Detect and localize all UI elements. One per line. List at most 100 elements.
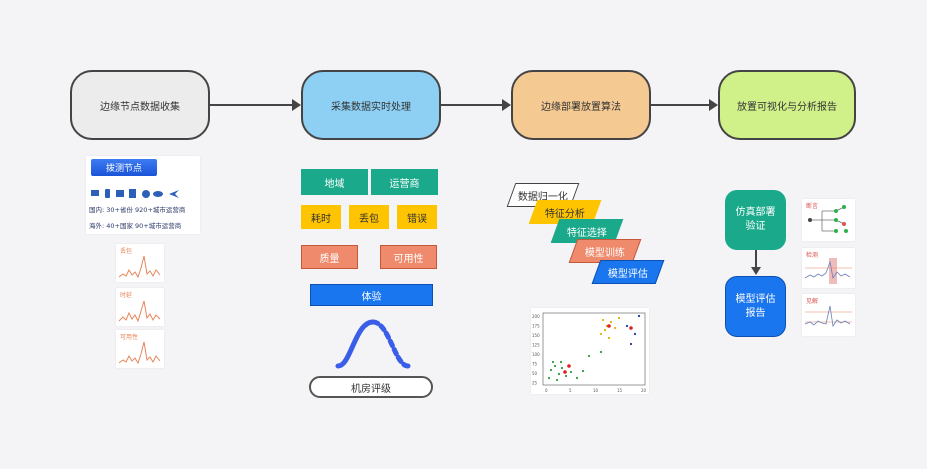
metric-region: 地域	[301, 169, 368, 195]
thumb-detection: 检测	[802, 248, 855, 288]
scatter-point	[587, 354, 591, 358]
step-label: 特征分析	[545, 208, 585, 220]
stage-label: 边缘部署放置算法	[541, 101, 621, 113]
stage-edge-data-collection: 边缘节点数据收集	[70, 70, 210, 140]
room-rating: 机房评级	[309, 376, 433, 398]
mini-chart-title: 可用性	[120, 334, 139, 341]
phone-icon	[105, 189, 110, 198]
mini-line	[118, 255, 161, 279]
arrow-head-icon	[292, 99, 301, 111]
scatter-point	[603, 328, 607, 332]
stage-realtime-processing: 采集数据实时处理	[301, 70, 441, 140]
flow-arrow	[441, 104, 502, 106]
metric-label: 地域	[324, 178, 345, 190]
device-icons	[91, 184, 186, 198]
metric-latency: 耗时	[301, 205, 341, 229]
thumb-title: 见解	[806, 298, 819, 305]
thumb-assertion: 断言	[802, 199, 855, 241]
bell-curve-right	[370, 319, 411, 369]
probe-panel: 拨测节点 国内: 30+省份 920+城市运营商 海外: 40+国家 90+城市…	[86, 156, 200, 234]
scatter-point	[633, 332, 637, 336]
metric-label: 质量	[319, 253, 340, 265]
browser-icon	[116, 190, 124, 197]
y-tick-label: 50	[532, 371, 538, 376]
arrow-down-icon	[751, 267, 761, 275]
step-model-eval: 模型评估	[591, 260, 665, 284]
scatter-point	[563, 370, 567, 374]
stage-label: 边缘节点数据收集	[100, 101, 180, 113]
room-rating-label: 机房评级	[351, 383, 391, 395]
scatter-point	[629, 326, 633, 330]
html5-icon	[129, 189, 136, 198]
scatter-point	[607, 324, 611, 328]
scatter-point	[625, 324, 629, 328]
x-tick-label: 20	[641, 388, 647, 393]
probe-button-label: 拨测节点	[105, 164, 142, 174]
mini-line	[118, 300, 161, 323]
bell-curve-left	[335, 319, 376, 369]
pc-icon	[91, 190, 99, 196]
stage-visualization-report: 放置可视化与分析报告	[718, 70, 856, 140]
scatter-point	[613, 326, 617, 330]
sim-label: 仿真部署 验证	[735, 207, 776, 232]
overseas-coverage: 海外: 40+国家 90+城市运营商	[89, 222, 182, 230]
mini-chart-availability: 可用性	[116, 330, 164, 368]
tree-node	[834, 218, 838, 222]
stage-label: 采集数据实时处理	[331, 101, 411, 113]
scatter-frame	[542, 312, 646, 386]
scatter-point	[609, 320, 613, 324]
mini-chart-title: 时延	[120, 292, 133, 299]
mini-chart-loss: 丢包	[116, 244, 164, 282]
tree-node	[808, 218, 812, 222]
scatter-point	[567, 364, 571, 368]
scatter-point	[560, 366, 564, 370]
step-label: 特征选择	[567, 227, 607, 239]
y-tick-label: 125	[532, 343, 540, 348]
insight-chart-icon	[804, 305, 852, 328]
metric-isp: 运营商	[371, 169, 438, 195]
x-tick-label: 10	[593, 388, 599, 393]
x-tick-label: 0	[545, 388, 548, 393]
probe-button[interactable]: 拨测节点	[91, 159, 157, 176]
scatter-point	[575, 376, 579, 380]
y-tick-label: 175	[532, 324, 540, 329]
metric-label: 耗时	[311, 213, 331, 225]
scatter-point	[555, 378, 559, 382]
mini-line	[118, 341, 161, 365]
metric-label: 可用性	[393, 253, 424, 265]
scatter-point	[617, 316, 621, 320]
scatter-point	[629, 342, 633, 346]
metric-label: 体验	[361, 291, 382, 303]
scatter-point	[581, 369, 585, 373]
tree-node	[842, 222, 846, 226]
y-tick-label: 150	[532, 333, 540, 338]
scatter-point	[601, 318, 605, 322]
scatter-point	[607, 336, 611, 340]
y-tick-label: 25	[532, 381, 538, 386]
metric-error: 错误	[397, 205, 437, 229]
tree-node	[834, 209, 838, 213]
metric-quality: 质量	[301, 245, 358, 269]
scatter-point	[599, 350, 603, 354]
scatter-point	[551, 360, 555, 364]
tree-node	[844, 229, 848, 233]
step-label: 模型训练	[585, 247, 625, 259]
model-eval-report: 模型评估 报告	[725, 276, 786, 337]
tree-node	[842, 205, 846, 209]
flow-arrow	[651, 104, 709, 106]
arrow-head-icon	[709, 99, 718, 111]
metric-label: 丢包	[359, 213, 379, 225]
scatter-point	[599, 332, 603, 336]
scatter-point	[637, 314, 641, 318]
scatter-point	[547, 376, 551, 380]
bell-curve-icon	[335, 319, 411, 369]
x-tick-label: 15	[617, 388, 623, 393]
thumb-title: 断言	[806, 203, 819, 210]
anomaly-highlight	[829, 258, 837, 284]
y-tick-label: 75	[532, 362, 538, 367]
x-tick-label: 5	[569, 388, 572, 393]
step-label: 模型评估	[608, 268, 648, 280]
tree-node	[834, 229, 838, 233]
